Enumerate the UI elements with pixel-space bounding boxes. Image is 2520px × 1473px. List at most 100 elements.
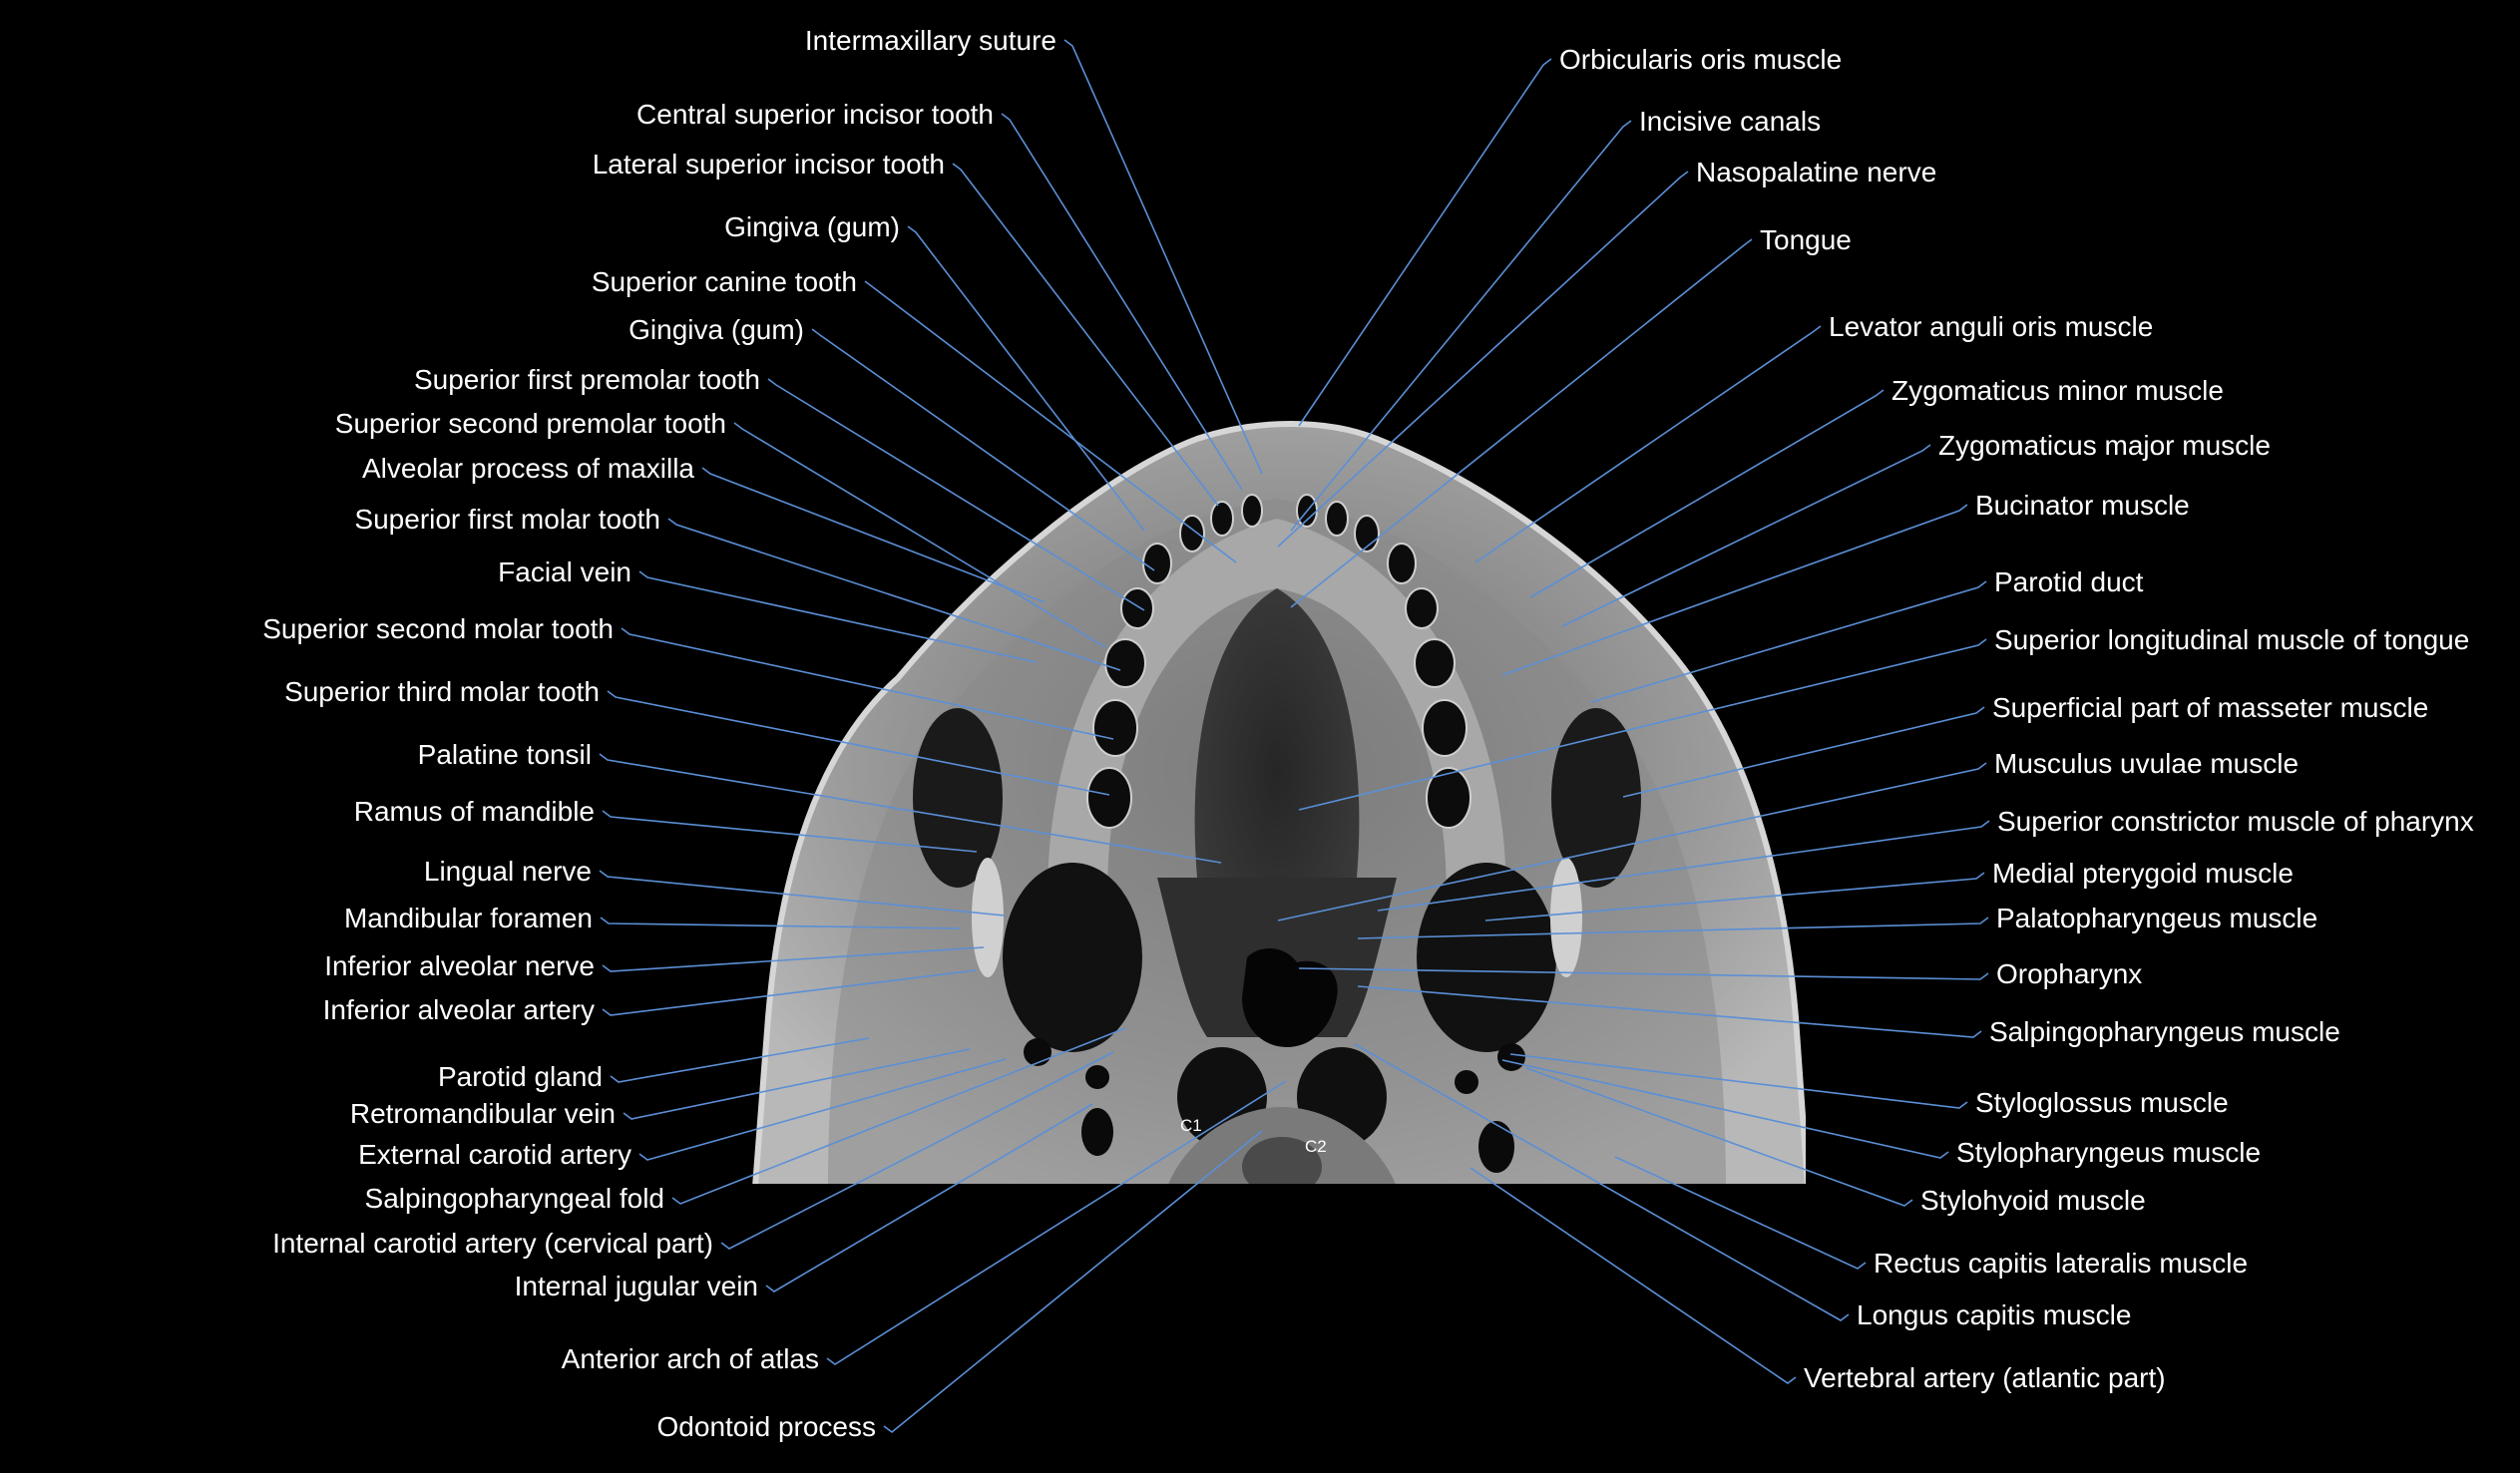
leader-superior-constrictor-muscle-of-pharynx [1377, 820, 1990, 912]
leader-tongue [1290, 238, 1753, 608]
label-parotid-gland: Parotid gland [438, 1061, 603, 1092]
label-alveolar-process-of-maxilla: Alveolar process of maxilla [362, 453, 694, 484]
vessels [1024, 1038, 1525, 1173]
right-ramus-bright [1550, 858, 1582, 977]
label-lateral-superior-incisor-tooth: Lateral superior incisor tooth [593, 149, 945, 180]
label-mandibular-foramen: Mandibular foramen [344, 903, 593, 933]
leader-retromandibular-vein [623, 1048, 971, 1120]
leader-external-carotid-artery [638, 1058, 1007, 1161]
leader-stylopharyngeus-muscle [1501, 1059, 1949, 1159]
label-orbicularis-oris-muscle: Orbicularis oris muscle [1559, 44, 1842, 75]
leader-alveolar-process-of-maxilla [701, 467, 1046, 603]
label-salpingopharyngeus-muscle: Salpingopharyngeus muscle [1989, 1016, 2340, 1047]
leader-oropharynx [1298, 967, 1989, 980]
label-inferior-alveolar-nerve: Inferior alveolar nerve [324, 950, 595, 981]
leader-gingiva-gum [811, 328, 1155, 571]
label-facial-vein: Facial vein [498, 556, 631, 587]
leader-superior-canine-tooth [864, 280, 1237, 563]
label-stylohyoid-muscle: Stylohyoid muscle [1920, 1185, 2146, 1216]
label-external-carotid-artery: External carotid artery [358, 1139, 631, 1170]
leader-medial-pterygoid-muscle [1484, 872, 1985, 921]
leader-parotid-gland [610, 1037, 870, 1083]
leader-palatopharyngeus-muscle [1357, 917, 1989, 939]
label-odontoid-process: Odontoid process [657, 1411, 876, 1442]
leader-styloglossus-muscle [1509, 1053, 1968, 1109]
leader-longus-capitis-muscle [1354, 1043, 1850, 1321]
leader-stylohyoid-muscle [1525, 1067, 1913, 1207]
label-superior-first-molar-tooth: Superior first molar tooth [354, 504, 660, 535]
leader-rectus-capitis-lateralis-muscle [1614, 1156, 1867, 1270]
leader-salpingopharyngeus-muscle [1357, 985, 1982, 1038]
label-internal-jugular-vein: Internal jugular vein [515, 1271, 758, 1301]
label-longus-capitis-muscle: Longus capitis muscle [1857, 1299, 2131, 1330]
label-superior-third-molar-tooth: Superior third molar tooth [284, 676, 600, 707]
left-ramus-bright [972, 858, 1004, 977]
label-central-superior-incisor-tooth: Central superior incisor tooth [636, 99, 994, 130]
tongue-region [1194, 588, 1360, 957]
teeth [1086, 494, 1471, 829]
label-zygomaticus-major-muscle: Zygomaticus major muscle [1938, 430, 2271, 461]
leader-lateral-superior-incisor-tooth [952, 163, 1219, 507]
leader-orbicularis-oris-muscle [1298, 58, 1552, 427]
leader-parotid-duct [1590, 580, 1987, 703]
leader-intermaxillary-suture [1063, 39, 1263, 475]
leader-anterior-arch-of-atlas [826, 1080, 1287, 1365]
label-bucinator-muscle: Bucinator muscle [1975, 490, 2190, 521]
label-lingual-nerve: Lingual nerve [424, 856, 592, 887]
label-zygomaticus-minor-muscle: Zygomaticus minor muscle [1891, 375, 2224, 406]
label-levator-anguli-oris-muscle: Levator anguli oris muscle [1829, 311, 2153, 342]
label-medial-pterygoid-muscle: Medial pterygoid muscle [1992, 858, 2294, 889]
oropharynx-airway [1242, 947, 1338, 1047]
label-tongue: Tongue [1760, 224, 1852, 255]
leader-inferior-alveolar-artery [602, 969, 977, 1016]
label-palatine-tonsil: Palatine tonsil [418, 739, 592, 770]
leader-superior-longitudinal-muscle-of-tongue [1298, 638, 1987, 811]
label-parotid-duct: Parotid duct [1994, 566, 2144, 597]
label-palatopharyngeus-muscle: Palatopharyngeus muscle [1996, 903, 2317, 933]
label-inferior-alveolar-artery: Inferior alveolar artery [323, 994, 595, 1025]
vertebra-marker-c1: C1 [1180, 1116, 1202, 1135]
label-incisive-canals: Incisive canals [1639, 106, 1821, 137]
leader-lingual-nerve [599, 870, 1006, 917]
leader-ramus-of-mandible [602, 810, 978, 853]
leader-superficial-part-of-masseter-muscle [1622, 706, 1985, 798]
leader-nasopalatine-nerve [1277, 171, 1689, 548]
leader-internal-jugular-vein [765, 1103, 1093, 1292]
leader-odontoid-process [883, 1130, 1263, 1434]
label-gingiva-gum: Gingiva (gum) [629, 314, 804, 345]
leader-inferior-alveolar-nerve [602, 946, 985, 972]
label-superior-constrictor-muscle-of-pharynx: Superior constrictor muscle of pharynx [1997, 806, 2474, 837]
leader-internal-carotid-artery-cervical-part [720, 1051, 1114, 1250]
label-nasopalatine-nerve: Nasopalatine nerve [1696, 157, 1936, 187]
leader-incisive-canals [1290, 120, 1632, 532]
leader-superior-first-molar-tooth [667, 518, 1121, 671]
label-anterior-arch-of-atlas: Anterior arch of atlas [562, 1343, 819, 1374]
label-superficial-part-of-masseter-muscle: Superficial part of masseter muscle [1992, 692, 2428, 723]
label-rectus-capitis-lateralis-muscle: Rectus capitis lateralis muscle [1874, 1248, 2248, 1279]
label-salpingopharyngeal-fold: Salpingopharyngeal fold [365, 1183, 664, 1214]
label-retromandibular-vein: Retromandibular vein [350, 1098, 616, 1129]
leader-superior-second-premolar-tooth [733, 422, 1106, 648]
label-internal-carotid-artery-cervical-part: Internal carotid artery (cervical part) [272, 1228, 713, 1259]
label-superior-second-premolar-tooth: Superior second premolar tooth [335, 408, 726, 439]
left-masseter-region [913, 708, 1003, 888]
label-ramus-of-mandible: Ramus of mandible [354, 796, 595, 827]
mri-axial-slice [752, 421, 1806, 1184]
leader-central-superior-incisor-tooth [1001, 113, 1243, 491]
label-superior-longitudinal-muscle-of-tongue: Superior longitudinal muscle of tongue [1994, 624, 2469, 655]
leader-salpingopharyngeal-fold [671, 1027, 1126, 1205]
leader-lines [599, 39, 1990, 1434]
leader-zygomaticus-minor-muscle [1529, 389, 1885, 598]
label-vertebral-artery-atlantic-part: Vertebral artery (atlantic part) [1804, 1362, 2166, 1393]
right-pterygoid-region [1417, 863, 1556, 1052]
leader-vertebral-artery-atlantic-part [1470, 1167, 1797, 1384]
label-superior-first-premolar-tooth: Superior first premolar tooth [414, 364, 760, 395]
label-musculus-uvulae-muscle: Musculus uvulae muscle [1994, 748, 2299, 779]
leader-bucinator-muscle [1501, 504, 1968, 676]
leader-gingiva-gum [907, 225, 1145, 532]
left-pterygoid-region [1003, 863, 1142, 1052]
label-superior-second-molar-tooth: Superior second molar tooth [262, 613, 614, 644]
